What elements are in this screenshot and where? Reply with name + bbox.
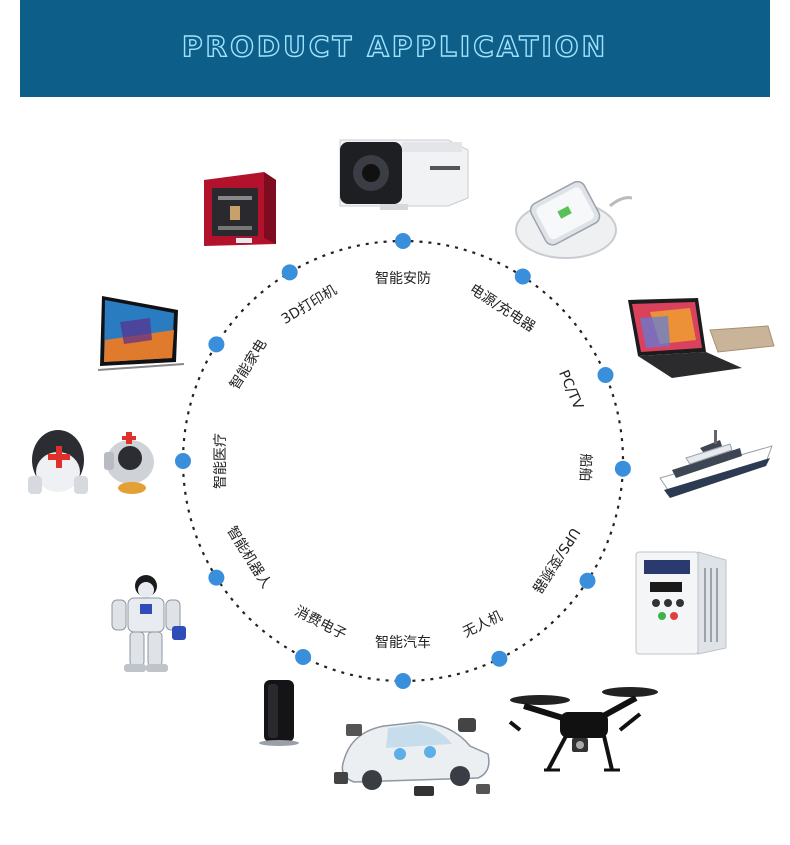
application-label-robot: 智能机器人	[223, 523, 274, 591]
wireless-charger-icon	[515, 180, 633, 259]
inverter-icon	[635, 551, 727, 655]
ring-dot-pc	[597, 367, 614, 383]
ring-dot-consumer	[295, 649, 312, 665]
application-label-ups: UPS/变频器	[529, 525, 583, 596]
application-label-pc: PC/TV	[555, 368, 586, 412]
ring-dot-power	[514, 268, 531, 285]
application-ring	[181, 239, 625, 683]
ring-dot-drone	[491, 650, 508, 667]
ring-dot-medical	[175, 453, 191, 469]
tv-icon	[97, 296, 185, 371]
ring-dot-robot	[208, 569, 225, 586]
application-label-printer: 3D打印机	[278, 281, 340, 327]
speaker-icon	[259, 680, 299, 746]
ring-dot-ups	[579, 572, 596, 589]
medical-robot-icon	[28, 430, 154, 494]
application-label-auto: 智能汽车	[375, 634, 431, 651]
drone-icon	[508, 687, 658, 772]
application-label-drone: 无人机	[460, 608, 505, 641]
ring-dot-security	[395, 233, 411, 249]
car-icon	[334, 718, 490, 796]
robot-icon	[111, 575, 186, 672]
application-label-home: 智能家电	[226, 336, 270, 392]
security-camera-icon	[339, 139, 469, 210]
ring-dot-auto	[395, 673, 411, 689]
application-label-power: 电源/充电器	[466, 281, 537, 335]
application-label-medical: 智能医疗	[213, 433, 229, 489]
application-label-consumer: 消费电子	[292, 603, 349, 643]
page-title: PRODUCT APPLICATION	[181, 29, 609, 63]
header-banner: PRODUCT APPLICATION	[20, 0, 770, 97]
ring-dot-ship	[614, 460, 631, 477]
ship-icon	[659, 430, 773, 498]
ring-dot-printer	[281, 264, 298, 281]
3d-printer-icon	[204, 172, 276, 246]
application-label-security: 智能安防	[375, 271, 431, 287]
ring-dot-home	[208, 336, 225, 353]
laptop-icon	[628, 298, 775, 378]
application-label-ship: 船舶	[576, 453, 593, 482]
